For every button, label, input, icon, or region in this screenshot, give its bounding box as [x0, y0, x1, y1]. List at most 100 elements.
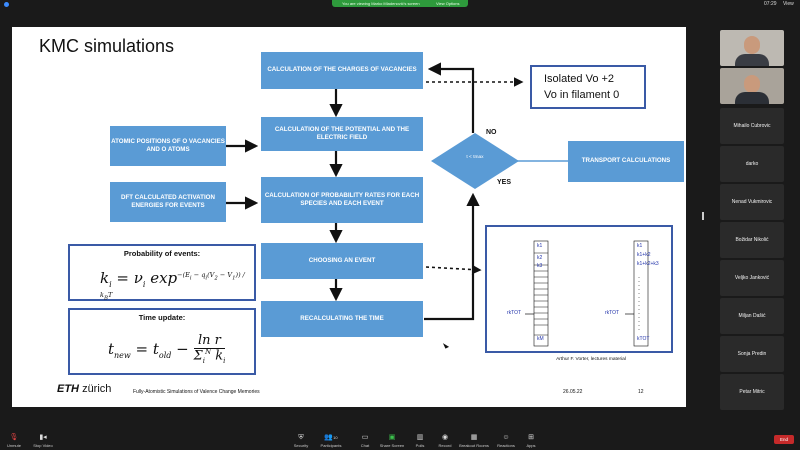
- participants-count: 10: [333, 435, 338, 440]
- participant-name: darko: [745, 161, 759, 167]
- apps-icon: ⊞: [528, 434, 534, 441]
- participant-tile[interactable]: Veljko Janković: [720, 260, 784, 296]
- box-charges: CALCULATION OF THE CHARGES OF VACANCIES: [261, 52, 423, 89]
- polls-button[interactable]: ▥Polls: [402, 434, 438, 448]
- rktot-label-left: rkTOT: [507, 310, 522, 316]
- box-choosing: CHOOSING AN EVENT: [261, 243, 423, 279]
- person-avatar: [744, 36, 760, 54]
- slide-date: 26.05.22: [563, 389, 583, 395]
- person-body: [735, 92, 769, 104]
- breakout-rooms-label: Breakout Rooms: [459, 443, 489, 448]
- slide-page-number: 12: [638, 389, 644, 395]
- participant-name: Nenad Vukmirovic: [731, 199, 773, 205]
- k2-label: k2: [537, 255, 543, 261]
- breakout-rooms-icon: ▦: [470, 434, 478, 441]
- stop-video-button[interactable]: ▮◂ Stop Video: [25, 434, 61, 448]
- security-label: Security: [293, 443, 309, 448]
- participant-video-1[interactable]: [720, 30, 784, 66]
- participant-tile[interactable]: Božidar Nikolić: [720, 222, 784, 258]
- reactions-label: Reactions: [497, 443, 515, 448]
- breakout-rooms-button[interactable]: ▦ Breakout Rooms: [456, 434, 492, 448]
- view-button[interactable]: View: [783, 1, 794, 7]
- chat-button[interactable]: ▭Chat: [347, 434, 383, 448]
- decision-diamond: [431, 133, 519, 189]
- person-body: [735, 54, 769, 66]
- participant-tile[interactable]: Petar Mitric: [720, 374, 784, 410]
- microphone-muted-icon: 🎙: [9, 434, 19, 441]
- rktot-label-right: rkTOT: [605, 310, 620, 316]
- participants-icon: 👥10: [324, 434, 338, 441]
- time-update-title: Time update:: [138, 313, 186, 322]
- share-screen-icon: ▣: [388, 434, 396, 441]
- participant-tile[interactable]: Nenad Vukmirovic: [720, 184, 784, 220]
- eth-logo: ETH zürich: [57, 383, 111, 395]
- box-recalc-text: RECALCULATING THE TIME: [300, 314, 384, 322]
- k1-label: k1: [537, 243, 543, 249]
- video-camera-icon: ▮◂: [39, 434, 47, 441]
- participant-name: Miljan Dašić: [738, 313, 766, 319]
- panel-splitter[interactable]: [702, 212, 704, 220]
- view-options-button[interactable]: View Options: [436, 1, 460, 6]
- box-dft: DFT CALCULATED ACTIVATION ENERGIES FOR E…: [110, 182, 226, 222]
- no-label: NO: [486, 129, 497, 136]
- participant-tile[interactable]: Miljan Dašić: [720, 298, 784, 334]
- participant-name: Božidar Nikolić: [735, 237, 769, 243]
- reactions-button[interactable]: ☺Reactions: [488, 434, 524, 448]
- box-recalc: RECALCULATING THE TIME: [261, 301, 423, 337]
- screen-share-banner: You are viewing Marko Mladenović's scree…: [332, 0, 468, 7]
- participant-video-2[interactable]: [720, 68, 784, 104]
- box-charges-text: CALCULATION OF THE CHARGES OF VACANCIES: [267, 66, 417, 74]
- share-banner-text: You are viewing Marko Mladenović's scree…: [342, 1, 420, 6]
- participant-tile[interactable]: Sonja Predin: [720, 336, 784, 372]
- box-atomic: ATOMIC POSITIONS OF O VACANCIES AND O AT…: [110, 126, 226, 166]
- isolated-line-1: Isolated Vo +2: [544, 73, 615, 85]
- probability-box: Probability of events: ki = νi exp−(Ei −…: [68, 244, 256, 301]
- unmute-label: Unmute: [6, 443, 21, 448]
- slide-footer: Fully-Atomistic Simulations of Valence C…: [133, 389, 260, 395]
- participant-name: Veljko Janković: [734, 275, 770, 281]
- shield-icon: ⛨: [298, 434, 304, 441]
- rates-columns: [525, 240, 649, 347]
- isolated-vo-box: Isolated Vo +2 Vo in filament 0: [530, 65, 646, 109]
- probability-title: Probability of events:: [123, 249, 201, 258]
- box-potential-text: CALCULATION OF THE POTENTIAL AND THE ELE…: [274, 125, 410, 141]
- person-avatar: [744, 75, 760, 93]
- apps-button[interactable]: ⊞ Apps: [513, 434, 549, 448]
- eth-logo-zurich: zürich: [82, 383, 112, 395]
- cum2-label: k1+k2: [637, 252, 651, 258]
- meeting-info-icon[interactable]: [4, 2, 9, 7]
- unmute-button[interactable]: 🎙 Unmute: [0, 434, 32, 448]
- box-atomic-text: ATOMIC POSITIONS OF O VACANCIES AND O AT…: [111, 137, 225, 153]
- shared-slide: KMC simulations CALCULATION OF THE CHARG…: [12, 27, 686, 407]
- polls-label: Polls: [415, 443, 425, 448]
- box-transport-text: TRANSPORT CALCULATIONS: [581, 157, 671, 165]
- end-meeting-button[interactable]: End: [774, 435, 794, 444]
- record-button[interactable]: ◉Record: [427, 434, 463, 448]
- isolated-line-2: Vo in filament 0: [544, 88, 620, 101]
- box-rates: CALCULATION OF PROBABILITY RATES FOR EAC…: [261, 177, 423, 223]
- record-icon: ◉: [441, 434, 449, 441]
- apps-label: Apps: [526, 443, 536, 448]
- cum3-label: k1+k2+k3: [637, 261, 659, 267]
- participant-tile[interactable]: darko: [720, 146, 784, 182]
- stop-video-label: Stop Video: [33, 443, 53, 448]
- box-choosing-text: CHOOSING AN EVENT: [308, 256, 376, 264]
- participant-name: Sonja Predin: [737, 351, 767, 357]
- figure-credit: Arthur F. Vorter, lectures material: [556, 357, 626, 362]
- share-screen-button[interactable]: ▣Share Screen: [374, 434, 410, 448]
- participant-name: Mihailo Cubrovic: [733, 123, 771, 129]
- kmc-rates-diagram: k1 k2 k3 kM rkTOT k1 k1+k2 k1+k2+k3 kTOT…: [485, 225, 673, 353]
- box-rates-text: CALCULATION OF PROBABILITY RATES FOR EAC…: [264, 191, 420, 207]
- km-label: kM: [537, 336, 544, 342]
- box-dft-text: DFT CALCULATED ACTIVATION ENERGIES FOR E…: [121, 193, 215, 209]
- slide-title: KMC simulations: [39, 36, 175, 56]
- yes-label: YES: [497, 179, 512, 186]
- ktot-label: kTOT: [637, 336, 650, 342]
- security-button[interactable]: ⛨ Security: [283, 434, 319, 448]
- participant-tile[interactable]: Mihailo Cubrovic: [720, 108, 784, 144]
- clock: 07:29: [764, 1, 777, 7]
